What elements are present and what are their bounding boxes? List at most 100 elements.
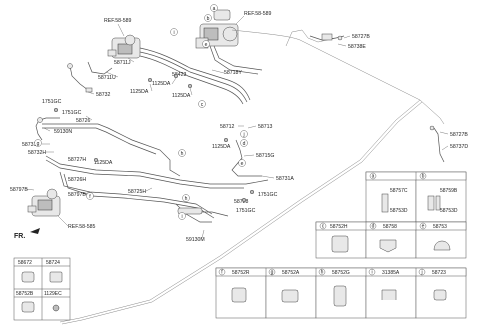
label-58727B-b[interactable]: 58727B (450, 132, 468, 138)
svg-text:58753D: 58753D (440, 208, 458, 214)
callout-i-top[interactable]: i (170, 28, 178, 36)
label-58726-top[interactable]: 58726 (76, 118, 91, 124)
diagram-callouts: a b e c i j d e (34, 4, 248, 220)
front-direction-indicator: FR. (14, 228, 40, 240)
svg-text:58757C: 58757C (390, 188, 408, 194)
label-58732-top[interactable]: 58732 (96, 92, 111, 98)
svg-text:a: a (372, 174, 375, 180)
svg-text:b: b (207, 16, 210, 22)
label-58797B-a[interactable]: 58797B (10, 187, 28, 193)
svg-text:58753: 58753 (433, 224, 447, 230)
svg-text:58753D: 58753D (390, 208, 408, 214)
leader-lines (25, 35, 449, 239)
label-58423[interactable]: 58423 (172, 72, 187, 78)
callout-f[interactable]: f (86, 192, 94, 200)
callout-j[interactable]: j (240, 130, 248, 138)
label-58728[interactable]: 58728 (234, 199, 249, 205)
label-58715G[interactable]: 58715G (256, 153, 274, 159)
label-58712[interactable]: 58712 (220, 124, 235, 130)
fr-label: FR. (14, 233, 25, 240)
legend-cell-d: d 58758 (369, 222, 397, 253)
label-1751GC-a[interactable]: 1751GC (42, 99, 62, 105)
svg-text:58758: 58758 (383, 224, 397, 230)
svg-text:i: i (181, 214, 182, 220)
callout-h[interactable]: h (178, 149, 186, 157)
master-cylinder-top (195, 9, 239, 49)
callout-e[interactable]: e (238, 159, 246, 167)
callout-c[interactable]: c (198, 100, 206, 108)
callout-h-lower[interactable]: h (182, 194, 190, 202)
ref-bottom-ecu[interactable]: REF.58-585 (68, 224, 96, 230)
label-58725H[interactable]: 58725H (128, 189, 146, 195)
callout-b-top[interactable]: b (204, 14, 212, 22)
label-1125DA-b[interactable]: 1125DA (152, 81, 171, 87)
callout-e-top[interactable]: e (202, 40, 210, 48)
left-table-1129EC[interactable]: 1129EC (44, 291, 62, 297)
callout-i[interactable]: i (178, 212, 186, 220)
legend-cell-f: f 58752R (218, 268, 250, 303)
label-1751GC-b[interactable]: 1751GC (62, 110, 82, 116)
label-58732H[interactable]: 58732H (28, 150, 46, 156)
svg-text:c: c (201, 102, 204, 108)
svg-text:58759B: 58759B (440, 188, 458, 194)
hose-front-left-top (67, 61, 113, 93)
rear-line-right-upper (309, 33, 345, 41)
svg-text:g: g (271, 270, 274, 276)
svg-text:58752G: 58752G (332, 270, 350, 276)
label-59130M[interactable]: 59130M (186, 237, 205, 243)
svg-text:a: a (213, 6, 216, 12)
svg-text:58752A: 58752A (282, 270, 300, 276)
svg-text:j: j (242, 132, 244, 138)
svg-text:f: f (89, 194, 91, 200)
svg-text:c: c (322, 224, 325, 230)
label-58711J[interactable]: 58711J (114, 60, 131, 66)
label-58738E[interactable]: 58738E (348, 44, 366, 50)
legend-cell-b: b 58759B 58753D (419, 172, 458, 214)
label-58718Y[interactable]: 58718Y (224, 70, 242, 76)
bolt-markers (53, 73, 255, 203)
svg-text:58752H: 58752H (330, 224, 348, 230)
label-58797B-b[interactable]: 58797B (68, 192, 86, 198)
label-1125DA-e[interactable]: 1125DA (94, 160, 113, 166)
ref-top-master[interactable]: REF.58-589 (244, 11, 272, 17)
ref-top-ecu[interactable]: REF.58-589 (104, 18, 132, 24)
label-58731H[interactable]: 58731H (22, 142, 40, 148)
left-table-58672[interactable]: 58672 (18, 260, 32, 266)
label-58713[interactable]: 58713 (258, 124, 273, 130)
svg-text:g: g (37, 141, 40, 147)
label-59130N[interactable]: 59130N (54, 129, 72, 135)
svg-text:h: h (185, 196, 188, 202)
left-table-58752B[interactable]: 58752B (16, 291, 34, 297)
legend-cell-j: j 58723 (418, 268, 447, 301)
callout-g[interactable]: g (34, 139, 42, 147)
legend-cell-c: c 58752H (319, 222, 349, 253)
legend-cell-i: i 31385A (368, 268, 400, 300)
svg-text:31385A: 31385A (382, 270, 400, 276)
label-58727B-a[interactable]: 58727B (352, 34, 370, 40)
callout-a[interactable]: a (210, 4, 218, 12)
label-1125DA-c[interactable]: 1125DA (172, 93, 191, 99)
label-1751GC-d[interactable]: 1751GC (236, 208, 256, 214)
svg-text:f: f (221, 270, 223, 276)
front-arrow-icon (30, 228, 40, 234)
svg-text:d: d (243, 141, 246, 147)
part-labels: 58711J 58711U 58732 58726 1751GC 1751GC … (10, 34, 468, 243)
label-58737D[interactable]: 58737D (450, 144, 468, 150)
label-58731A[interactable]: 58731A (276, 176, 294, 182)
callout-d[interactable]: d (240, 139, 248, 147)
hose-front-left-middle (37, 117, 229, 217)
svg-text:i: i (173, 30, 174, 36)
label-1125DA-a[interactable]: 1125DA (130, 89, 149, 95)
svg-text:b: b (422, 174, 425, 180)
label-58727H[interactable]: 58727H (68, 157, 86, 163)
legend-cell-h: h 58752G (318, 268, 350, 307)
label-58726H[interactable]: 58726H (68, 177, 86, 183)
legend-cell-e: e 58753 (419, 222, 451, 251)
label-58711U[interactable]: 58711U (98, 75, 116, 81)
label-1125DA-d[interactable]: 1125DA (212, 144, 231, 150)
svg-text:e: e (241, 161, 244, 167)
label-1751GC-c[interactable]: 1751GC (258, 192, 278, 198)
left-table-58724[interactable]: 58724 (46, 260, 60, 266)
rear-line-right-lower (429, 125, 445, 163)
